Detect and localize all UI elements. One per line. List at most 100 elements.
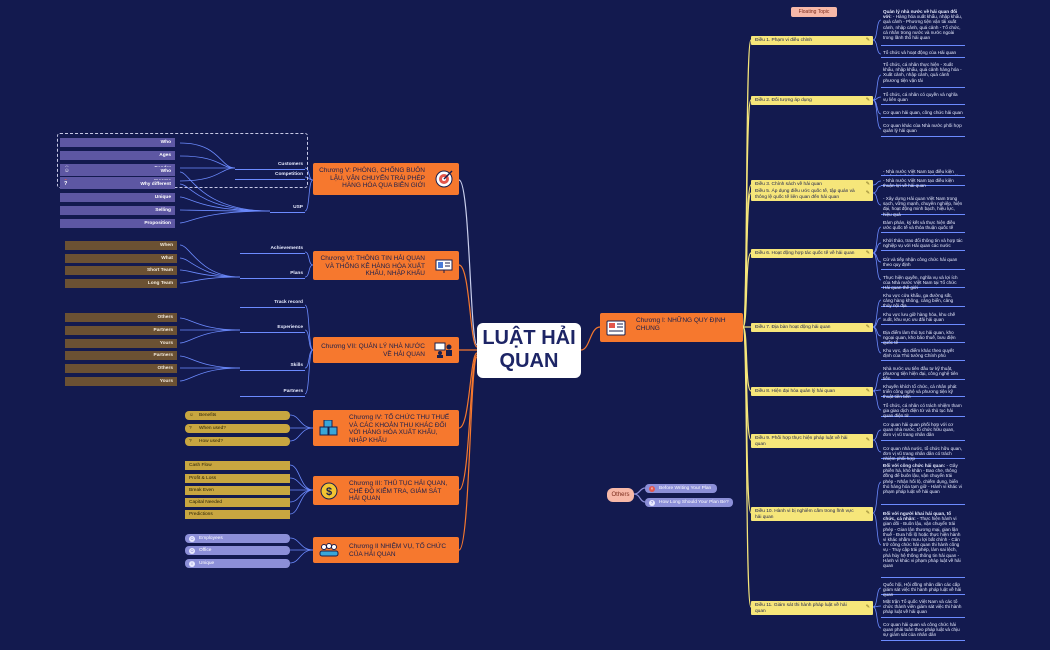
track-record-node[interactable]: Track record — [240, 300, 305, 308]
usp-why-different[interactable]: ?Why different — [60, 180, 175, 189]
before-writing-item[interactable]: ×Before Writing Your Plan — [645, 484, 717, 493]
question-icon: ? — [189, 426, 192, 431]
article-5[interactable]: Điều 5. Áp dụng điều ước quốc tế, tập qu… — [751, 187, 873, 201]
svg-text:$: $ — [326, 486, 332, 498]
article-3[interactable]: Điều 3. Chính sách về hải quan✎ — [751, 180, 873, 189]
usp-proposition[interactable]: Proposition — [60, 219, 175, 228]
article-10[interactable]: Điều 10. Hành vi bị nghiêm cấm trong lĩn… — [751, 507, 873, 521]
leaf-5-1[interactable]: - Nhà nước Việt Nam tạo điều kiện thuận … — [881, 177, 965, 188]
employees-item[interactable]: ☺Employees — [185, 534, 290, 543]
plan-what[interactable]: What — [65, 254, 177, 263]
note-icon: ✎ — [865, 249, 870, 256]
leaf-11-2[interactable]: Mặt trận Tổ quốc Việt Nam và các tổ chức… — [881, 598, 965, 618]
predictions-item[interactable]: Predictions — [185, 510, 290, 519]
central-topic[interactable]: LUẬT HẢI QUAN — [477, 323, 581, 378]
floating-topic[interactable]: Floating Topic — [791, 7, 837, 17]
usp-unique[interactable]: Unique — [60, 193, 175, 202]
leaf-6-2[interactable]: Khởi thảo, trao đổi thông tin và hợp tác… — [881, 237, 965, 251]
article-2[interactable]: Điều 2. Đối tượng áp dụng✎ — [751, 96, 873, 105]
experience-others[interactable]: Others — [65, 313, 177, 322]
capital-needed-item[interactable]: Capital Needed — [185, 498, 290, 507]
chapter-4-node[interactable]: Chương IV: TỔ CHỨC THU THUẾ VÀ CÁC KHOẢN… — [313, 410, 459, 446]
partners-node[interactable]: Partners — [240, 389, 305, 397]
note-icon: ✎ — [865, 323, 870, 330]
leaf-6-3[interactable]: Cử và tiếp nhận công chức hải quan theo … — [881, 256, 965, 270]
leaf-7-4[interactable]: Khu vực, địa điểm khác theo quyết định c… — [881, 347, 965, 361]
experience-partners[interactable]: Partners — [65, 326, 177, 335]
target-icon — [433, 169, 455, 189]
leaf-9-2[interactable]: Cơ quan nhà nước, tổ chức hữu quan, đơn … — [881, 445, 965, 461]
customer-ages[interactable]: Ages — [60, 151, 175, 160]
leaf-2-3[interactable]: Cơ quan hải quan, công chức hải quan — [881, 109, 965, 118]
chapter-1-node[interactable]: Chương I: NHỮNG QUY ĐỊNH CHUNG — [600, 313, 743, 342]
usp-who[interactable]: ☺Who — [60, 167, 175, 176]
chapter-5-node[interactable]: Chương V: PHÒNG, CHỐNG BUÔN LẬU, VẬN CHU… — [313, 163, 459, 195]
how-used-item[interactable]: ?How used? — [185, 437, 290, 446]
usp-selling[interactable]: Selling — [60, 206, 175, 215]
customer-who[interactable]: Who — [60, 138, 175, 147]
leaf-5-2[interactable]: - Xây dựng Hải quan Việt Nam trong sạch,… — [881, 195, 965, 217]
plan-long-team[interactable]: Long Team — [65, 279, 177, 288]
break-even-item[interactable]: Break Even — [185, 486, 290, 495]
leaf-11-1[interactable]: Quốc hội, Hội đồng nhân dân các cấp giám… — [881, 581, 965, 597]
leaf-2-2[interactable]: Tổ chức, cá nhân có quyền và nghĩa vụ li… — [881, 91, 965, 105]
plan-short-team[interactable]: Short Team — [65, 266, 177, 275]
chapter-3-node[interactable]: $ Chương III: THỦ TỤC HẢI QUAN, CHẾ ĐỘ K… — [313, 476, 459, 505]
experience-node[interactable]: Experience — [240, 325, 305, 333]
note-icon: ✎ — [865, 604, 870, 611]
plans-node[interactable]: Plans — [240, 271, 305, 279]
leaf-7-1[interactable]: Khu vực cửa khẩu, ga đường sắt, cảng hàn… — [881, 292, 965, 308]
skills-node[interactable]: Skills — [240, 363, 305, 371]
person-icon: ☺ — [189, 547, 195, 554]
when-used-item[interactable]: ?When used? — [185, 424, 290, 433]
leaf-10-1[interactable]: Đối với công chức hải quan: - Gây phiền … — [881, 462, 965, 505]
leaf-6-4[interactable]: Thực hiện quyền, nghĩa vụ và lợi ích của… — [881, 274, 965, 290]
benefits-item[interactable]: ☺Benefits — [185, 411, 290, 420]
leaf-6-1[interactable]: Đàm phán, ký kết và thực hiện điều ước q… — [881, 219, 965, 233]
skills-others[interactable]: Others — [65, 364, 177, 373]
billboard-icon — [433, 256, 455, 276]
plan-when[interactable]: When — [65, 241, 177, 250]
note-icon: ✎ — [865, 190, 870, 197]
x-icon: × — [649, 485, 655, 492]
leaf-1-1[interactable]: Quản lý nhà nước về hải quan đối với: - … — [881, 8, 965, 46]
article-9[interactable]: Điều 9. Phối hợp thực hiện pháp luật về … — [751, 434, 873, 448]
leaf-7-3[interactable]: Địa điểm làm thủ tục hải quan, kho ngoại… — [881, 329, 965, 345]
chapter-7-node[interactable]: Chương VII: QUẢN LÝ NHÀ NƯỚC VỀ HẢI QUAN — [313, 337, 459, 363]
others-node[interactable]: Others — [607, 488, 634, 502]
leaf-8-3[interactable]: Tổ chức, cá nhân có trách nhiệm tham gia… — [881, 402, 965, 418]
info-icon: i — [189, 560, 195, 567]
article-7[interactable]: Điều 7. Địa bàn hoạt động hải quan✎ — [751, 323, 873, 332]
leaf-2-1[interactable]: Tổ chức, cá nhân thực hiện - Xuất khẩu, … — [881, 61, 965, 88]
leaf-8-2[interactable]: Khuyến khích tổ chức, cá nhân phát triển… — [881, 383, 965, 399]
usp-node[interactable]: USP — [270, 205, 305, 213]
help-icon: ? — [64, 181, 68, 187]
customers-node[interactable]: Customers — [235, 162, 305, 170]
leaf-3-1[interactable]: - Nhà nước Việt Nam tạo điều kiện thuận … — [881, 168, 965, 176]
plan-length-item[interactable]: ?How Long Should Your Plan Be? — [645, 498, 733, 507]
cash-flow-item[interactable]: Cash Flow — [185, 461, 290, 470]
skills-partners[interactable]: Partners — [65, 351, 177, 360]
leaf-9-1[interactable]: Cơ quan hải quan phối hợp với cơ quan nh… — [881, 421, 965, 441]
leaf-1-2[interactable]: Tổ chức và hoạt động của Hải quan — [881, 49, 965, 58]
leaf-11-3[interactable]: Cơ quan hải quan và công chức hải quan p… — [881, 621, 965, 641]
article-8[interactable]: Điều 8. Hiện đại hóa quản lý hải quan✎ — [751, 387, 873, 396]
chapter-2-node[interactable]: Chương II NHIỆM VỤ, TỔ CHỨC CỦA HẢI QUAN — [313, 537, 459, 563]
achievements-node[interactable]: Achievements — [240, 246, 305, 254]
skills-yours[interactable]: Yours — [65, 377, 177, 386]
leaf-8-1[interactable]: Nhà nước ưu tiên đầu tư kỹ thuật, phương… — [881, 365, 965, 381]
note-icon: ✎ — [865, 387, 870, 394]
star-icon: ☺ — [189, 413, 194, 418]
profit-loss-item[interactable]: Profit & Loss — [185, 474, 290, 483]
chapter-6-node[interactable]: Chương VI: THÔNG TIN HẢI QUAN VÀ THỐNG K… — [313, 251, 459, 280]
article-11[interactable]: Điều 11. Giám sát thi hành pháp luật về … — [751, 601, 873, 615]
leaf-7-2[interactable]: Khu vực lưu giữ hàng hóa, khu chế xuất, … — [881, 311, 965, 325]
leaf-2-4[interactable]: Cơ quan khác của Nhà nước phối hợp quản … — [881, 122, 965, 137]
article-1[interactable]: Điều 1. Phạm vi điều chỉnh✎ — [751, 36, 873, 45]
office-item[interactable]: ☺Office — [185, 546, 290, 555]
leaf-10-2[interactable]: Đối với người khai hải quan, tổ chức, cá… — [881, 510, 965, 578]
article-6[interactable]: Điều 6. Hoạt động hợp tác quốc tế về hải… — [751, 249, 873, 258]
experience-yours[interactable]: Yours — [65, 339, 177, 348]
competition-node[interactable]: Competition — [235, 172, 305, 180]
